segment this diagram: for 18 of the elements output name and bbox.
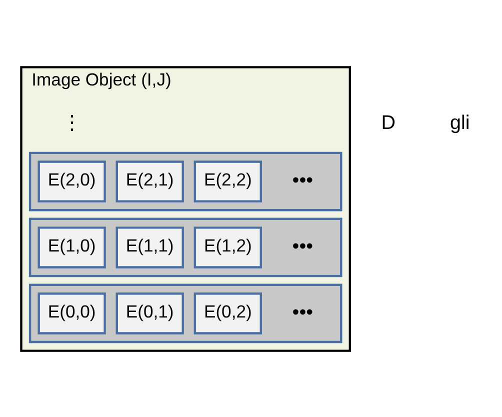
node-box: E(1,2) (194, 226, 262, 268)
node-box: E(2,1) (116, 160, 184, 202)
node-box: E(1,0) (38, 226, 106, 268)
cluster (28, 217, 342, 277)
node-box: E(0,2) (194, 292, 262, 334)
label: ••• (292, 234, 314, 257)
node-box: E(0,0) (38, 292, 106, 334)
label: D (381, 112, 396, 134)
label: ⋮ (62, 112, 82, 134)
node-box: E(2,0) (38, 160, 106, 202)
node-box: E(2,2) (194, 160, 262, 202)
cluster (28, 283, 342, 343)
label: gli (450, 112, 470, 134)
node-box: E(0,1) (116, 292, 184, 334)
node-box: E(1,1) (116, 226, 184, 268)
label: ••• (292, 168, 314, 191)
label: ••• (292, 300, 314, 323)
cluster (28, 151, 342, 211)
